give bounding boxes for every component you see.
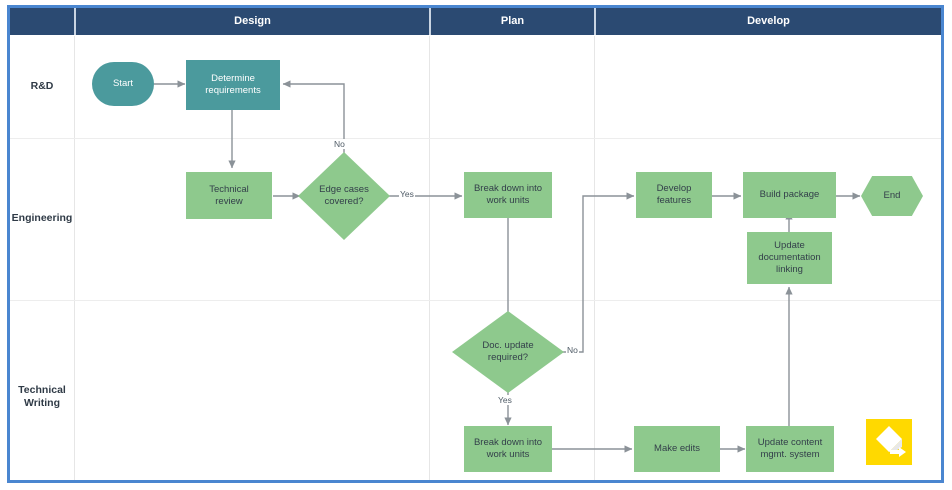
node-start[interactable]: Start bbox=[92, 62, 154, 106]
node-develop-features-label: Develop features bbox=[656, 183, 692, 206]
lane-label-rd[interactable]: R&D bbox=[30, 80, 54, 92]
node-end[interactable]: End bbox=[861, 176, 923, 216]
header-divider-2 bbox=[429, 8, 431, 35]
lane-vline-3 bbox=[594, 36, 595, 480]
node-build-package[interactable]: Build package bbox=[743, 172, 836, 218]
node-start-label: Start bbox=[112, 78, 134, 89]
node-break-down-work-units-plan[interactable]: Break down into work units bbox=[464, 172, 552, 218]
lane-hline-2 bbox=[10, 300, 941, 301]
edge-label-yes-1: Yes bbox=[399, 189, 415, 199]
node-determine-requirements-label: Determine requirements bbox=[205, 73, 261, 96]
lucidchart-logo-glyph bbox=[876, 426, 906, 457]
lucidchart-logo[interactable] bbox=[866, 419, 912, 465]
lane-vline-2 bbox=[429, 36, 430, 480]
column-header-plan[interactable]: Plan bbox=[500, 15, 525, 27]
column-header-design[interactable]: Design bbox=[234, 15, 271, 27]
node-end-label: End bbox=[883, 190, 901, 201]
column-header-band: Design Plan Develop bbox=[10, 8, 941, 35]
node-build-package-label: Build package bbox=[759, 189, 820, 200]
node-update-content-mgmt-system-label: Update content mgmt. system bbox=[757, 437, 823, 460]
node-doc-update-required-label: Doc. update required? bbox=[482, 340, 534, 363]
edge-label-no-1: No bbox=[333, 139, 346, 149]
lane-hline-1 bbox=[10, 138, 941, 139]
node-update-documentation-linking[interactable]: Update documentation linking bbox=[747, 232, 832, 284]
edge-label-yes-2: Yes bbox=[497, 395, 513, 405]
node-make-edits-label: Make edits bbox=[654, 443, 700, 454]
node-determine-requirements[interactable]: Determine requirements bbox=[186, 60, 280, 110]
node-update-content-mgmt-system[interactable]: Update content mgmt. system bbox=[746, 426, 834, 472]
node-develop-features[interactable]: Develop features bbox=[636, 172, 712, 218]
node-edge-cases-covered-label: Edge cases covered? bbox=[319, 184, 369, 207]
column-header-develop[interactable]: Develop bbox=[747, 15, 790, 27]
header-divider-1 bbox=[74, 8, 76, 35]
lane-label-technical-writing[interactable]: Technical Writing bbox=[18, 384, 66, 409]
node-break-down-work-units-tw[interactable]: Break down into work units bbox=[464, 426, 552, 472]
node-technical-review-label: Technical review bbox=[209, 183, 249, 207]
lane-label-engineering[interactable]: Engineering bbox=[11, 212, 73, 224]
edge-label-no-2: No bbox=[566, 345, 579, 355]
node-make-edits[interactable]: Make edits bbox=[634, 426, 720, 472]
node-break-down-work-units-tw-label: Break down into work units bbox=[473, 437, 543, 460]
lane-vline-1 bbox=[74, 36, 75, 480]
node-break-down-work-units-plan-label: Break down into work units bbox=[473, 183, 543, 206]
node-update-documentation-linking-label: Update documentation linking bbox=[758, 240, 821, 275]
node-technical-review[interactable]: Technical review bbox=[186, 172, 272, 219]
header-divider-3 bbox=[594, 8, 596, 35]
